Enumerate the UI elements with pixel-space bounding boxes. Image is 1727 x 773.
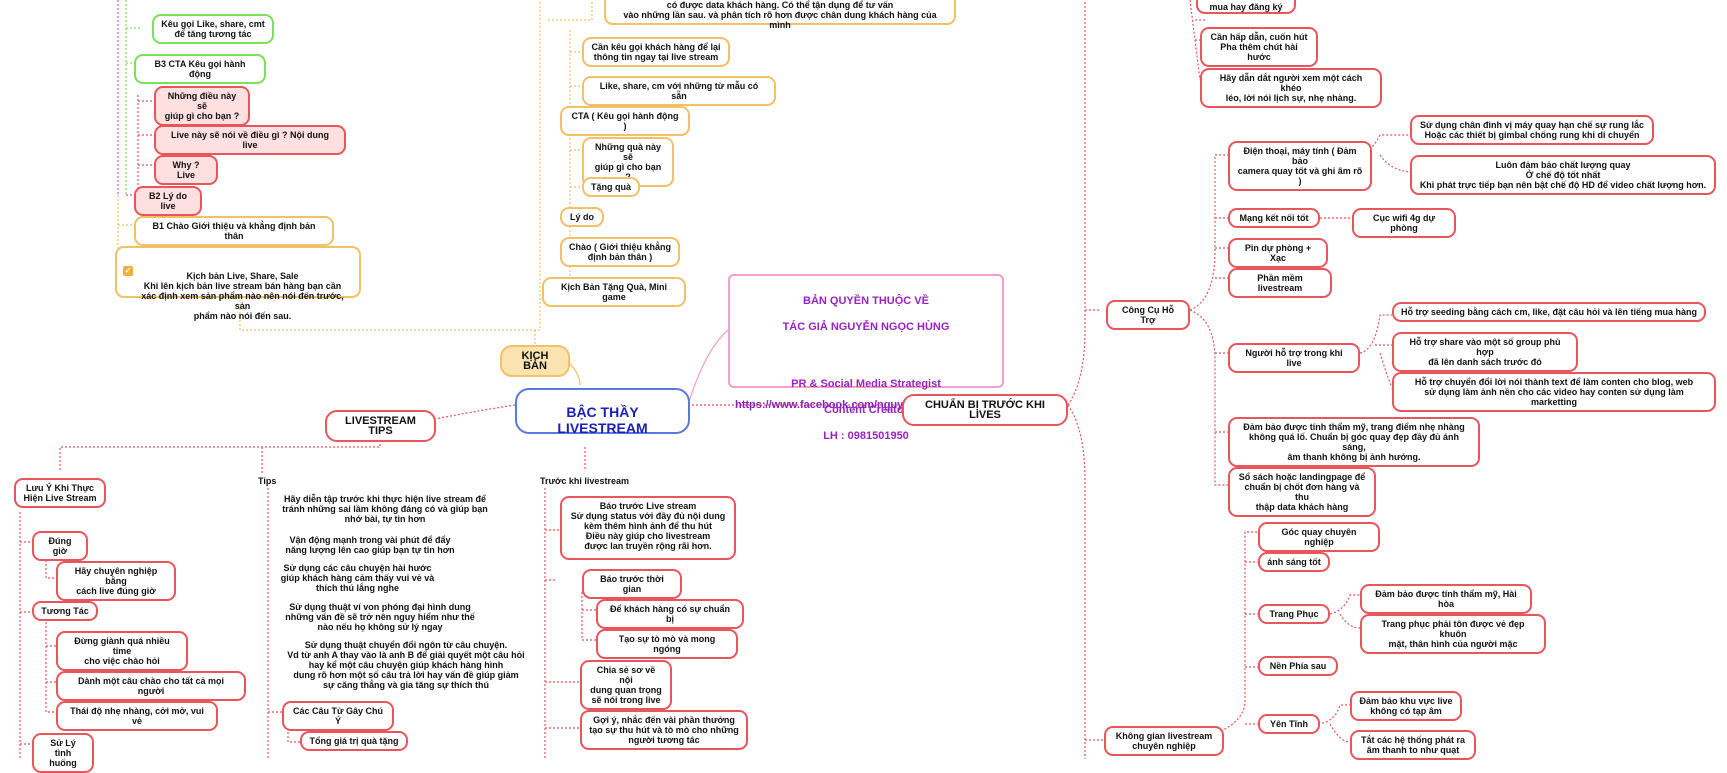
node-yen-tinh[interactable]: Yên Tĩnh	[1258, 714, 1320, 734]
node-goc-quay[interactable]: Góc quay chuyên nghiệp	[1258, 522, 1380, 552]
node-keu-goi-like-share[interactable]: Kêu gọi Like, share, cmt để tăng tương t…	[152, 14, 274, 44]
kich-ban-live-share-sale-text: Kịch bản Live, Share, Sale Khi lên kịch …	[141, 271, 344, 321]
node-anh-sang[interactable]: ánh sáng tốt	[1258, 552, 1330, 572]
node-luon-dam-bao[interactable]: Luôn đảm bảo chất lượng quay Ở chế độ tố…	[1410, 155, 1716, 195]
node-ton-duoc[interactable]: Trang phục phải tôn được vẻ đẹp khuôn mặ…	[1360, 614, 1546, 654]
node-de-khach-hang[interactable]: Để khách hàng có sự chuẩn bị	[596, 599, 744, 629]
node-kich-ban-live-share-sale[interactable]: ✓ Kịch bản Live, Share, Sale Khi lên kịc…	[115, 246, 361, 321]
node-chia-se-so[interactable]: Chia sẻ sơ về nội dung quan trọng sẽ nói…	[580, 660, 672, 710]
node-share-group[interactable]: Hỗ trợ share vào một số group phù hợp đã…	[1392, 332, 1578, 372]
branch-livestream-tips[interactable]: LIVESTREAM TIPS	[325, 410, 436, 442]
node-tong-gia-tri[interactable]: Tổng giá trị quà tặng	[300, 731, 408, 751]
tip-chuyen-doi-ngon-tu[interactable]: Sử dụng thuật chuyển đổi ngôn từ câu chu…	[287, 640, 525, 690]
node-like-share-cm[interactable]: Like, share, cm với những từ mẫu có sẵn	[582, 76, 776, 106]
facebook-link[interactable]: https://www.facebook.com/nguyenngochungp…	[735, 399, 981, 411]
node-chuyen-doi-text[interactable]: Hỗ trợ chuyển đổi lời nói thành text để …	[1392, 372, 1716, 412]
node-nhung-dieu[interactable]: Những điều này sẽ giúp gì cho bạn ?	[154, 86, 250, 126]
node-khong-gian[interactable]: Không gian livestream chuyên nghiệp	[1104, 726, 1224, 756]
node-mua-hay-dang-ky[interactable]: mua hay đăng ký	[1196, 0, 1296, 14]
node-why-live[interactable]: Why ? Live	[154, 155, 218, 185]
node-b2-ly-do-live[interactable]: B2 Lý do live	[134, 186, 202, 216]
node-khu-vuc-live[interactable]: Đảm bảo khu vực live không có tạp âm	[1350, 691, 1462, 721]
node-can-keu-goi[interactable]: Cần kêu gọi khách hàng để lại thông tin …	[582, 37, 730, 67]
node-ly-do[interactable]: Lý do	[560, 207, 604, 227]
node-dung-gianh[interactable]: Đừng giành quá nhiều time cho việc chào …	[56, 631, 188, 671]
copyright-line2: TÁC GIẢ NGUYỄN NGỌC HÙNG	[782, 321, 950, 333]
node-chan-dinh[interactable]: Sử dụng chân đinh vị máy quay hạn chế sự…	[1410, 115, 1654, 145]
copyright-line4: Content Creator	[824, 404, 908, 416]
node-thai-do[interactable]: Thái độ nhẹ nhàng, cởi mở, vui vẻ	[56, 701, 218, 731]
node-danh-mot-cau[interactable]: Dành một câu chào cho tất cả mọi người	[56, 671, 246, 701]
label-tips[interactable]: Tips	[258, 476, 277, 486]
node-nguoi-ho-tro[interactable]: Người hỗ trợ trong khi live	[1228, 343, 1360, 373]
central-topic[interactable]: BẬC THẦY LIVESTREAM	[515, 388, 690, 436]
node-tat-ca-he-thong[interactable]: Tắt các hệ thống phát ra âm thanh to như…	[1350, 730, 1476, 760]
node-so-sach[interactable]: Sổ sách hoặc landingpage để chuẩn bị chố…	[1228, 467, 1376, 517]
node-live-nay-noi-ve[interactable]: Live này sẽ nói về điều gì ? Nội dung li…	[154, 125, 346, 155]
node-hay-dan-dat[interactable]: Hãy dẫn dắt người xem một cách khéo léo,…	[1200, 68, 1382, 108]
node-tham-my[interactable]: Đảm bảo được tính thẩm mỹ, trang điểm nh…	[1228, 417, 1480, 467]
node-cong-cu-ho-tro[interactable]: Công Cụ Hỗ Trợ	[1106, 300, 1190, 330]
node-seeding[interactable]: Hỗ trợ seeding bằng cách cm, like, đặt c…	[1392, 302, 1706, 322]
node-nen-phia-sau[interactable]: Nền Phía sau	[1258, 656, 1338, 676]
node-chuyen-nghiep[interactable]: Hãy chuyên nghiệp bằng cách live đúng gi…	[56, 561, 176, 601]
node-kich-ban-tang-qua[interactable]: Kịch Bản Tặng Quà, Mini game	[542, 277, 686, 307]
node-tham-my-hai-hoa[interactable]: Đảm bảo được tính thẩm mỹ, Hài hòa	[1360, 584, 1532, 614]
copyright-line5: LH : 0981501950	[823, 430, 909, 442]
node-b3-cta[interactable]: B3 CTA Kêu gọi hành động	[134, 54, 266, 84]
node-luu-y[interactable]: Lưu Ý Khi Thực Hiện Live Stream	[14, 478, 106, 508]
node-cta-keu-goi[interactable]: CTA ( Kêu gọi hành động )	[560, 106, 690, 136]
tip-chuyen-hai-huoc[interactable]: Sử dụng các câu chuyện hài hước giúp khá…	[280, 563, 435, 593]
node-cac-cau-tu[interactable]: Các Câu Từ Gây Chú Ý	[282, 701, 394, 731]
node-trang-phuc[interactable]: Trang Phục	[1258, 604, 1330, 624]
node-bao-truoc-thoi-gian[interactable]: Báo trước thời gian	[582, 569, 682, 599]
checkbox-icon[interactable]: ✓	[123, 266, 133, 276]
node-b1-chao[interactable]: B1 Chào Giới thiệu và khẳng định bản thâ…	[134, 216, 334, 246]
label-truoc-khi-livestream[interactable]: Trước khi livestream	[540, 476, 629, 486]
branch-kich-ban[interactable]: KỊCH BẢN	[500, 345, 570, 377]
tip-dien-tap[interactable]: Hãy diễn tập trước khi thực hiện live st…	[282, 494, 488, 524]
node-bao-truoc-live[interactable]: Báo trước Live stream Sử dụng status với…	[560, 496, 736, 560]
node-dung-gio[interactable]: Đúng giờ	[32, 531, 88, 561]
node-mang-ket-noi[interactable]: Mạng kết nối tốt	[1228, 208, 1320, 228]
node-tang-qua[interactable]: Tặng quà	[582, 177, 640, 197]
node-xu-ly[interactable]: Sử Lý tình huống	[32, 733, 94, 773]
node-dien-thoai[interactable]: Điện thoại, máy tính ( Đảm bảo camera qu…	[1228, 141, 1372, 191]
tip-van-dong[interactable]: Vận động mạnh trong vài phút để đẩy năng…	[285, 535, 455, 555]
copyright-line3: PR & Social Media Strategist	[791, 378, 941, 390]
node-phan-mem[interactable]: Phần mềm livestream	[1228, 268, 1332, 298]
node-data-khach-hang[interactable]: có được data khách hàng. Có thể tận dụng…	[604, 0, 956, 30]
node-can-hap-dan[interactable]: Cần hấp dẫn, cuốn hút Pha thêm chút hài …	[1200, 27, 1318, 67]
copyright-box: BẢN QUYỀN THUỘC VỀ TÁC GIẢ NGUYỄN NGỌC H…	[728, 274, 1004, 442]
node-goi-y[interactable]: Gợi ý, nhắc đến vài phần thưởng tạo sự t…	[580, 710, 748, 750]
branch-chuan-bi[interactable]: CHUẨN BỊ TRƯỚC KHI LIVES	[902, 394, 1068, 426]
node-tao-su-to-mo[interactable]: Tạo sự tò mò và mong ngóng	[596, 629, 738, 659]
node-pin-du-phong[interactable]: Pin dự phòng + Xạc	[1228, 238, 1328, 268]
node-chao-gioi-thieu[interactable]: Chào ( Giới thiệu khẳng định bản thân )	[560, 237, 680, 267]
node-tuong-tac[interactable]: Tương Tác	[32, 601, 98, 621]
node-cuc-wifi[interactable]: Cục wifi 4g dự phòng	[1352, 208, 1456, 238]
copyright-line1: BẢN QUYỀN THUỘC VỀ	[803, 295, 929, 307]
tip-vi-von[interactable]: Sử dụng thuật ví von phóng đại hình dung…	[285, 602, 475, 632]
